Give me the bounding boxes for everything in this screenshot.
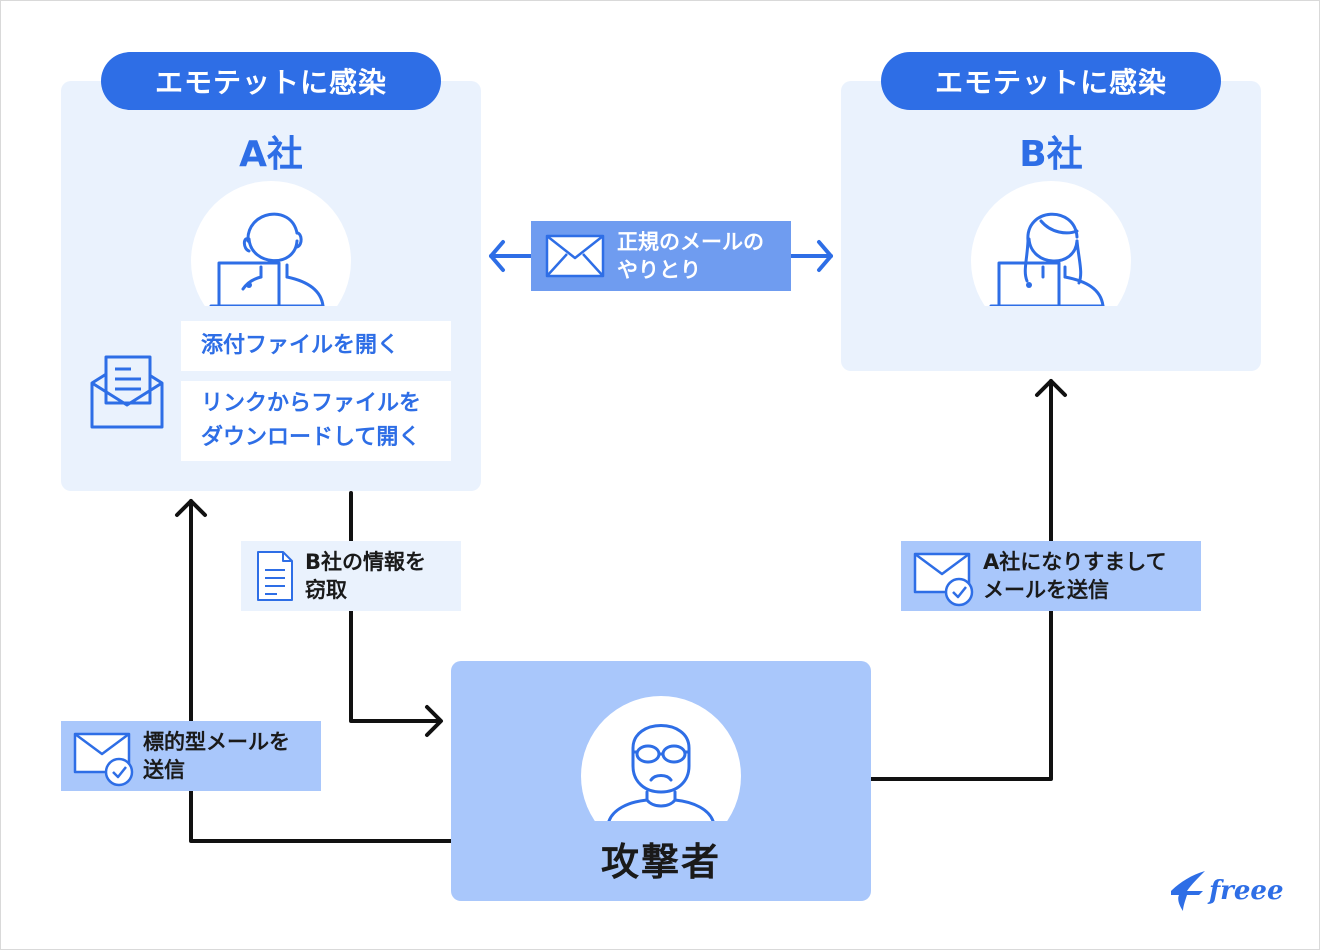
targeted-mail-arrow [175,499,453,843]
attacker-icon [607,724,715,821]
steal-info-arrow [349,491,443,737]
steal-info-label: B社の情報を 窃取 [241,541,461,611]
company-b-infected-badge: エモテットに感染 [881,52,1221,110]
bird-logo-icon [1171,871,1205,911]
steal-info-text: B社の情報を 窃取 [305,550,427,602]
attacker-avatar [581,696,741,821]
company-a-title: A社 [239,134,303,175]
freee-logo: freee [1169,869,1284,913]
action-open-attachment-label: 添付ファイルを開く [201,333,400,358]
mail-check-icon [913,552,974,607]
regular-exchange-text: 正規のメールの やりとり [617,230,764,282]
attacker-panel: 攻撃者 [451,661,871,901]
action-download-link: リンクからファイルを ダウンロードして開く [181,381,451,461]
regular-exchange-label: 正規のメールの やりとり [531,221,791,291]
company-a-infected-badge: エモテットに感染 [101,52,441,110]
spoof-mail-label: A社になりすまして メールを送信 [901,541,1201,611]
company-a-avatar [191,181,351,306]
attacker-title: 攻撃者 [600,840,721,884]
man-laptop-icon [209,212,325,306]
company-b-title: B社 [1019,134,1083,175]
spoof-mail-text: A社になりすまして メールを送信 [983,550,1167,602]
freee-logo-text: freee [1209,876,1284,906]
company-b-avatar [971,181,1131,306]
action-open-attachment: 添付ファイルを開く [181,321,451,371]
regular-exchange-arrow [489,240,833,272]
action-download-link-label: リンクからファイルを ダウンロードして開く [201,391,422,450]
targeted-mail-label: 標的型メールを 送信 [61,721,321,791]
mail-icon [545,234,605,278]
document-icon [257,551,293,601]
targeted-mail-text: 標的型メールを 送信 [143,730,290,782]
open-mail-icon [89,353,165,435]
mail-check-icon [73,732,134,787]
spoof-mail-arrow [869,379,1067,781]
woman-laptop-icon [989,212,1105,306]
